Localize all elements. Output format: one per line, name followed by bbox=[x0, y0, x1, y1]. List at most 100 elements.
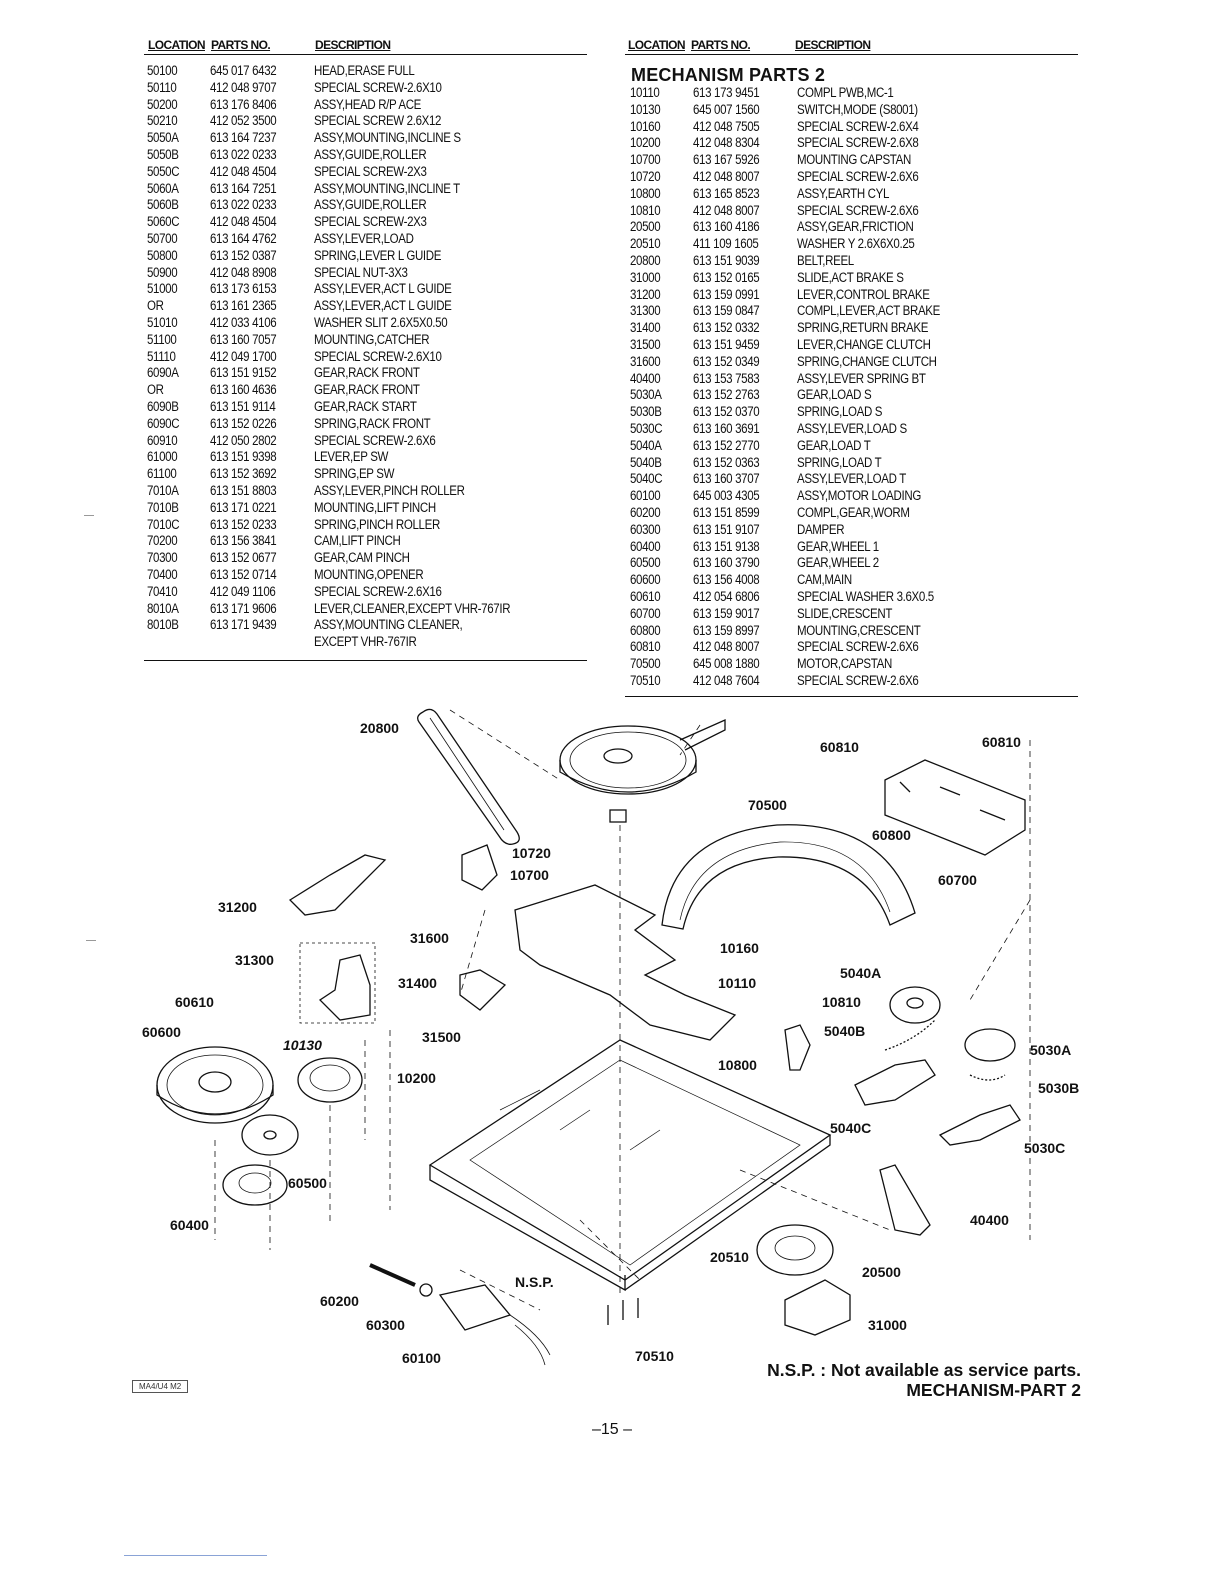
description-cell: SPECIAL SCREW-2.6X6 bbox=[314, 432, 436, 448]
location-cell: 31400 bbox=[630, 320, 661, 336]
location-cell: 5040C bbox=[630, 471, 663, 487]
description-cell: SLIDE,ACT BRAKE S bbox=[797, 269, 904, 285]
location-cell: 10800 bbox=[630, 185, 661, 201]
description-cell: SPRING,EP SW bbox=[314, 466, 395, 482]
parts-no-cell: 613 160 4186 bbox=[693, 219, 760, 235]
parts-no-cell: 412 054 6806 bbox=[693, 588, 760, 604]
description-cell: LEVER,CHANGE CLUTCH bbox=[797, 336, 931, 352]
description-cell: SPECIAL SCREW-2.6X6 bbox=[797, 202, 919, 218]
location-cell: 50800 bbox=[147, 247, 178, 263]
gear-wheel-2 bbox=[241, 1114, 299, 1156]
callout-70510: 70510 bbox=[635, 1348, 674, 1364]
description-cell: LEVER,CLEANER,EXCEPT VHR-767IR bbox=[314, 600, 511, 616]
parts-no-cell: 412 048 9707 bbox=[210, 79, 277, 95]
page-number: –15 – bbox=[591, 1421, 633, 1438]
parts-no-cell: 412 052 3500 bbox=[210, 113, 277, 129]
location-cell: 51010 bbox=[147, 314, 178, 330]
location-cell: 50200 bbox=[147, 96, 178, 112]
description-cell: SPECIAL SCREW-2.6X10 bbox=[314, 348, 442, 364]
header-location: LOCATION bbox=[628, 38, 686, 52]
left-table-end-rule bbox=[144, 660, 587, 661]
parts-no-cell: 613 152 0714 bbox=[210, 566, 277, 582]
model-stamp: MA4/U4 M2 bbox=[132, 1380, 189, 1393]
parts-no-cell: 412 048 4504 bbox=[210, 214, 277, 230]
description-cell: MOUNTING CAPSTAN bbox=[797, 152, 911, 168]
parts-no-cell: 613 022 0233 bbox=[210, 146, 277, 162]
description-cell: COMPL PWB,MC-1 bbox=[797, 85, 894, 100]
figure-title: MECHANISM-PART 2 bbox=[906, 1380, 1081, 1400]
scan-mark bbox=[84, 515, 94, 516]
parts-no-cell: 412 049 1700 bbox=[210, 348, 277, 364]
callout-60200: 60200 bbox=[320, 1293, 359, 1309]
callout-31400: 31400 bbox=[398, 975, 437, 991]
location-cell: 61100 bbox=[147, 466, 177, 482]
description-cell: GEAR,LOAD T bbox=[797, 437, 871, 453]
description-cell: SPECIAL SCREW-2X3 bbox=[314, 163, 427, 179]
callout-5040C: 5040C bbox=[830, 1120, 871, 1136]
description-cell: SPRING,RACK FRONT bbox=[314, 415, 431, 431]
callout-60300: 60300 bbox=[366, 1317, 405, 1333]
location-cell: 70200 bbox=[147, 533, 178, 549]
parts-no-cell: 613 151 8599 bbox=[693, 504, 760, 520]
location-cell: 51000 bbox=[147, 281, 178, 297]
callout-10800: 10800 bbox=[718, 1057, 757, 1073]
description-cell: HEAD,ERASE FULL bbox=[314, 63, 415, 78]
callout-20800: 20800 bbox=[360, 720, 399, 736]
callout-5030A: 5030A bbox=[1030, 1042, 1071, 1058]
parts-no-cell: 613 152 2763 bbox=[693, 387, 760, 403]
callout-10810: 10810 bbox=[822, 994, 861, 1010]
table-row: 51010 412 033 4106 WASHER SLIT 2.6X5X0.50 bbox=[147, 315, 587, 332]
parts-no-cell: 613 171 9439 bbox=[210, 617, 277, 633]
parts-no-cell: 411 109 1605 bbox=[693, 236, 759, 252]
description-cell: WASHER SLIT 2.6X5X0.50 bbox=[314, 314, 448, 330]
location-cell: 50700 bbox=[147, 230, 178, 246]
location-cell: OR bbox=[147, 382, 164, 398]
main-chassis bbox=[428, 1039, 832, 1281]
description-cell: ASSY,LEVER,LOAD S bbox=[797, 420, 907, 436]
worm-gear bbox=[369, 1263, 416, 1287]
callout-60400: 60400 bbox=[170, 1217, 209, 1233]
header-parts-no: PARTS NO. bbox=[211, 38, 271, 52]
description-cell: BELT,REEL bbox=[797, 252, 854, 268]
description-cell: SPECIAL SCREW-2.6X8 bbox=[797, 135, 919, 151]
parts-no-cell: 613 152 0165 bbox=[693, 269, 760, 285]
description-cell: SPECIAL SCREW-2.6X4 bbox=[797, 118, 919, 134]
parts-no-cell: 412 033 4106 bbox=[210, 314, 277, 330]
crescent-slide bbox=[661, 824, 916, 930]
description-cell: ASSY,GEAR,FRICTION bbox=[797, 219, 914, 235]
location-cell: 10720 bbox=[630, 168, 661, 184]
location-cell: 5050B bbox=[147, 146, 179, 162]
description-cell: EXCEPT VHR-767IR bbox=[314, 634, 417, 650]
callout-60600: 60600 bbox=[142, 1024, 181, 1040]
description-cell: GEAR,RACK FRONT bbox=[314, 365, 420, 381]
callout-40400: 40400 bbox=[970, 1212, 1009, 1228]
parts-no-cell: 613 173 6153 bbox=[210, 281, 277, 297]
description-cell: ASSY,LEVER,ACT L GUIDE bbox=[314, 298, 452, 314]
earth-cyl bbox=[784, 1024, 811, 1071]
location-cell: 60600 bbox=[630, 572, 661, 588]
parts-no-cell: 613 151 8803 bbox=[210, 482, 277, 498]
location-cell: 40400 bbox=[630, 370, 661, 386]
